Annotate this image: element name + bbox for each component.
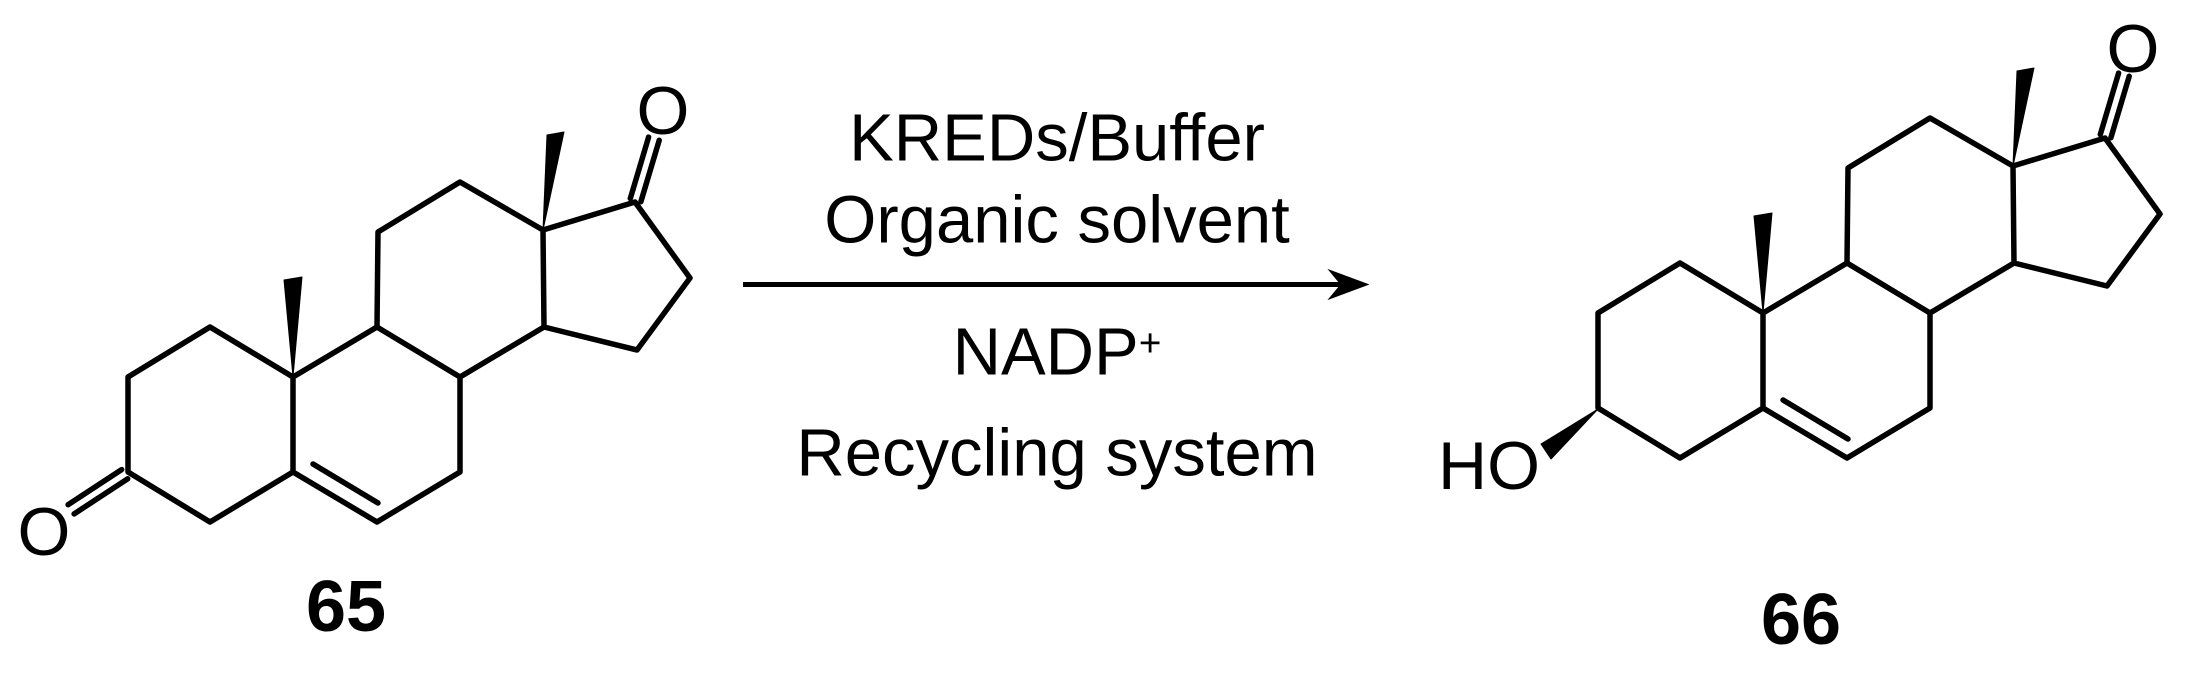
molecule-65-c13-methyl-wedge bbox=[542, 131, 565, 231]
condition-below-line-1: NADP+ bbox=[953, 319, 1162, 386]
molecule-66-ring-bonds bbox=[1595, 115, 2163, 461]
reaction-arrow bbox=[743, 268, 1370, 301]
condition-above-line-2: Organic solvent bbox=[824, 182, 1290, 258]
molecule-66-c17-ketone-double-bond bbox=[2097, 70, 2132, 141]
molecule-66-c3-hydroxyl-wedge bbox=[1540, 408, 1599, 460]
molecule-65-c17-oxygen-label: O bbox=[636, 73, 690, 149]
compound-65-label: 65 bbox=[305, 567, 387, 647]
molecule-66-c17-oxygen-label: O bbox=[2106, 11, 2160, 87]
molecule-66-c13-methyl-wedge bbox=[2012, 67, 2035, 167]
molecule-66-skeleton bbox=[1540, 67, 2163, 461]
molecule-66-hydroxyl-label: HO bbox=[1438, 428, 1540, 504]
molecule-65-skeleton bbox=[65, 131, 693, 525]
molecule-66-c5c6-double-bond-inner-line bbox=[1780, 397, 1851, 442]
molecule-65-c3-ketone-double-bond bbox=[65, 466, 131, 517]
condition-above-line-1: KREDs/Buffer bbox=[849, 100, 1265, 176]
molecule-65-c3-oxygen-label: O bbox=[17, 494, 71, 570]
nadp-superscript-plus: + bbox=[1138, 321, 1162, 365]
compound-66-label: 66 bbox=[1760, 580, 1842, 660]
molecule-65-c5c6-double-bond-inner-line bbox=[310, 461, 381, 506]
molecule-66-c10-methyl-wedge bbox=[1753, 212, 1773, 314]
molecule-65-c10-methyl-wedge bbox=[283, 276, 303, 378]
condition-below-line-2: Recycling system bbox=[796, 415, 1318, 491]
molecule-65-c17-ketone-double-bond bbox=[627, 134, 662, 205]
nadp-text: NADP bbox=[952, 314, 1139, 390]
reaction-arrow-head bbox=[1327, 268, 1370, 301]
molecule-65-ring-bonds bbox=[125, 179, 693, 525]
